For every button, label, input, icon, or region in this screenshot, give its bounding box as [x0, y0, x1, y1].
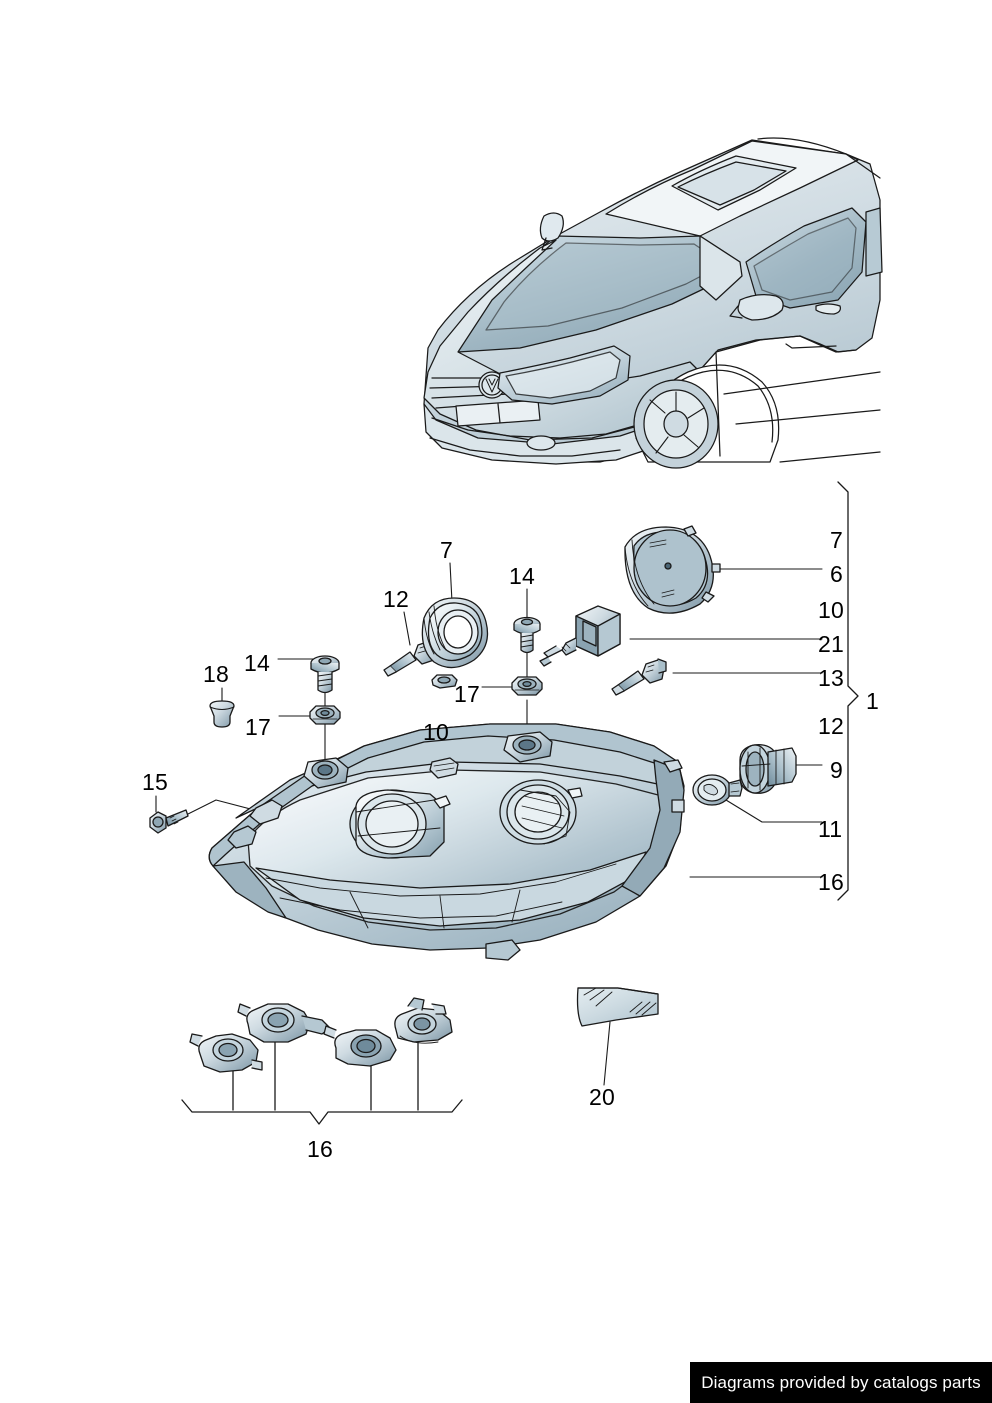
part-7-sealing-boot — [421, 597, 489, 669]
part-17-washer-nut-left — [309, 705, 341, 725]
legend-item-12: 12 — [818, 713, 844, 739]
part-14-bolt-mid — [513, 616, 541, 654]
legend-item-10: 10 — [818, 597, 844, 623]
part-18-rubber-plug — [209, 700, 235, 728]
housing-lug-10 — [429, 757, 459, 779]
callout-17-mid: 17 — [454, 681, 480, 707]
part-6-cover-cap — [624, 525, 721, 614]
callout-18: 18 — [203, 661, 229, 687]
main-headlight-housing — [208, 723, 685, 961]
part-16-bracket-d — [394, 997, 453, 1044]
legend-item-13: 13 — [818, 665, 844, 691]
watermark-banner: Diagrams provided by catalogs parts — [690, 1362, 992, 1403]
legend-item-16: 16 — [818, 869, 844, 895]
legend-item-21: 21 — [818, 631, 844, 657]
part-21-control-module — [539, 605, 621, 667]
legend-item-9: 9 — [830, 757, 843, 783]
part-17-washer-small — [431, 674, 458, 689]
part-11-indicator-bulb — [692, 774, 743, 806]
leader-lines — [155, 562, 611, 1086]
housing-ear-left — [227, 799, 283, 849]
callout-16-bottom: 16 — [307, 1136, 333, 1162]
callout-14-mid: 14 — [509, 563, 535, 589]
part-13-halogen-bulb — [611, 658, 667, 696]
callout-15: 15 — [142, 769, 168, 795]
callout-20: 20 — [589, 1084, 615, 1110]
part-15-flange-screw — [149, 809, 189, 834]
callout-7-top: 7 — [440, 537, 453, 563]
legend-item-6: 6 — [830, 561, 843, 587]
part-16-bracket-c — [323, 1025, 397, 1067]
part-9-bulb-socket — [739, 744, 797, 794]
group-brace-1 — [837, 481, 859, 901]
housing-lug-mid — [503, 731, 553, 763]
legend-item-11: 11 — [818, 816, 843, 842]
part-14-bolt-left — [310, 655, 340, 694]
legend-group-label-1: 1 — [866, 688, 879, 714]
part-17-washer-nut-mid — [511, 676, 543, 696]
part-16-bracket-a — [189, 1033, 263, 1073]
part-16-bracket-b — [237, 1003, 331, 1043]
callout-17-left: 17 — [245, 714, 271, 740]
callout-12-top: 12 — [383, 586, 409, 612]
legend-item-7: 7 — [830, 527, 843, 553]
callout-14-left: 14 — [244, 650, 270, 676]
part-20-seal-wedge — [576, 987, 659, 1027]
housing-lug-left — [303, 757, 349, 789]
callout-10-body: 10 — [423, 719, 449, 745]
watermark-text: Diagrams provided by catalogs parts — [701, 1372, 981, 1392]
